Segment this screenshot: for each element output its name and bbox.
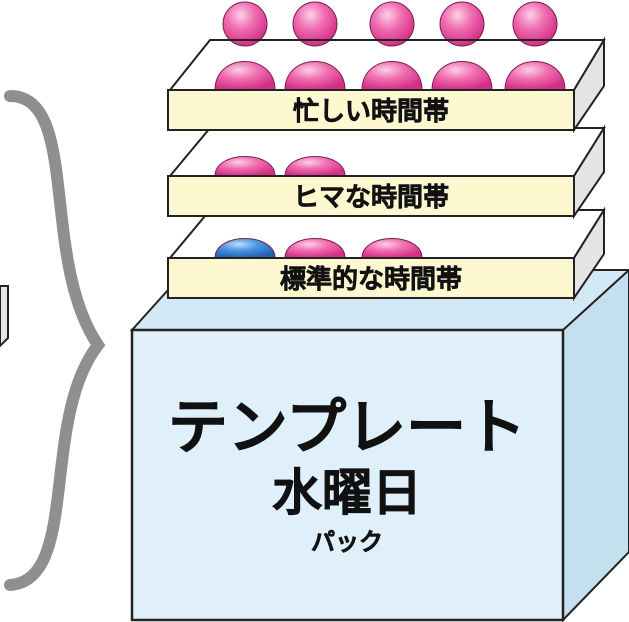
layer-busy: 忙しい時間帯 (167, 1, 606, 134)
person-icon (284, 238, 346, 259)
layer-idle: ヒマな時間帯 (167, 124, 606, 220)
person-icon (431, 1, 493, 91)
tray-side (573, 36, 605, 134)
tray-side (573, 124, 605, 220)
box-day: 水曜日 (272, 464, 422, 522)
tray-label: ヒマな時間帯 (293, 183, 449, 213)
box-title: テンプレート (168, 393, 526, 463)
tray-label-panel (167, 175, 575, 217)
tray-label-panel (167, 89, 575, 131)
tray-label: 忙しい時間帯 (293, 97, 449, 127)
partial-box-left (0, 285, 9, 348)
person-icon (284, 1, 346, 91)
template-box: テンプレート 水曜日 パック (129, 268, 629, 622)
box-side-face (562, 268, 629, 622)
curly-brace (4, 90, 106, 591)
tray-label-panel (167, 257, 575, 299)
person-icon (214, 156, 276, 177)
box-sub: パック (311, 528, 383, 556)
person-icon (214, 238, 276, 259)
person-icon (504, 1, 566, 91)
person-icon (361, 238, 423, 259)
person-icon (214, 1, 276, 91)
person-icon (361, 1, 423, 91)
person-icon (284, 156, 346, 177)
box-front-face (130, 328, 565, 622)
tray-label: 標準的な時間帯 (280, 264, 462, 295)
layer-standard: 標準的な時間帯 (167, 206, 606, 302)
